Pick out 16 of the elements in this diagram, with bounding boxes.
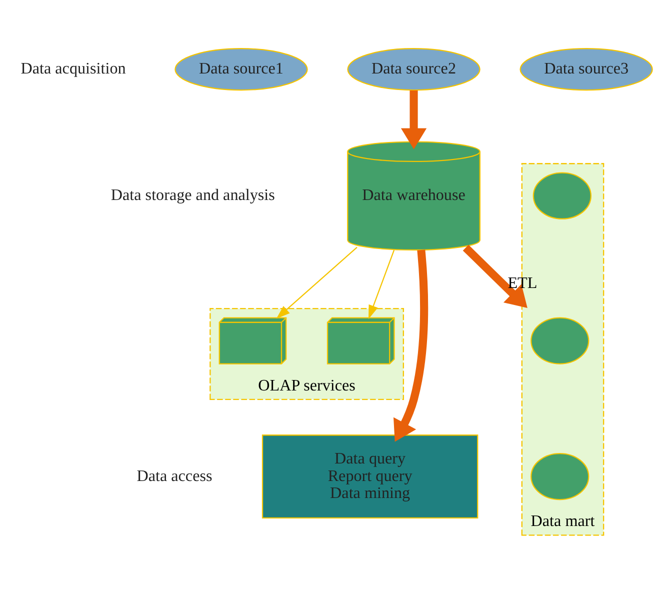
node-ellipse: Data source3 — [520, 48, 653, 91]
cluster: OLAP services — [210, 308, 404, 400]
arrow — [368, 250, 395, 320]
arrow — [394, 250, 428, 442]
node-circle — [530, 317, 590, 364]
node-box: Data query Report query Data mining — [262, 434, 478, 519]
node-ellipse: Data source1 — [174, 48, 308, 91]
arrow — [462, 244, 528, 308]
label: Data acquisition — [20, 60, 126, 78]
label: Data access — [136, 468, 212, 485]
label: Data storage and analysis — [110, 187, 275, 204]
node-circle — [530, 452, 590, 500]
arrow — [276, 246, 358, 319]
arrow — [400, 90, 427, 150]
node-ellipse: Data source2 — [347, 48, 480, 91]
node-circle — [532, 172, 592, 220]
